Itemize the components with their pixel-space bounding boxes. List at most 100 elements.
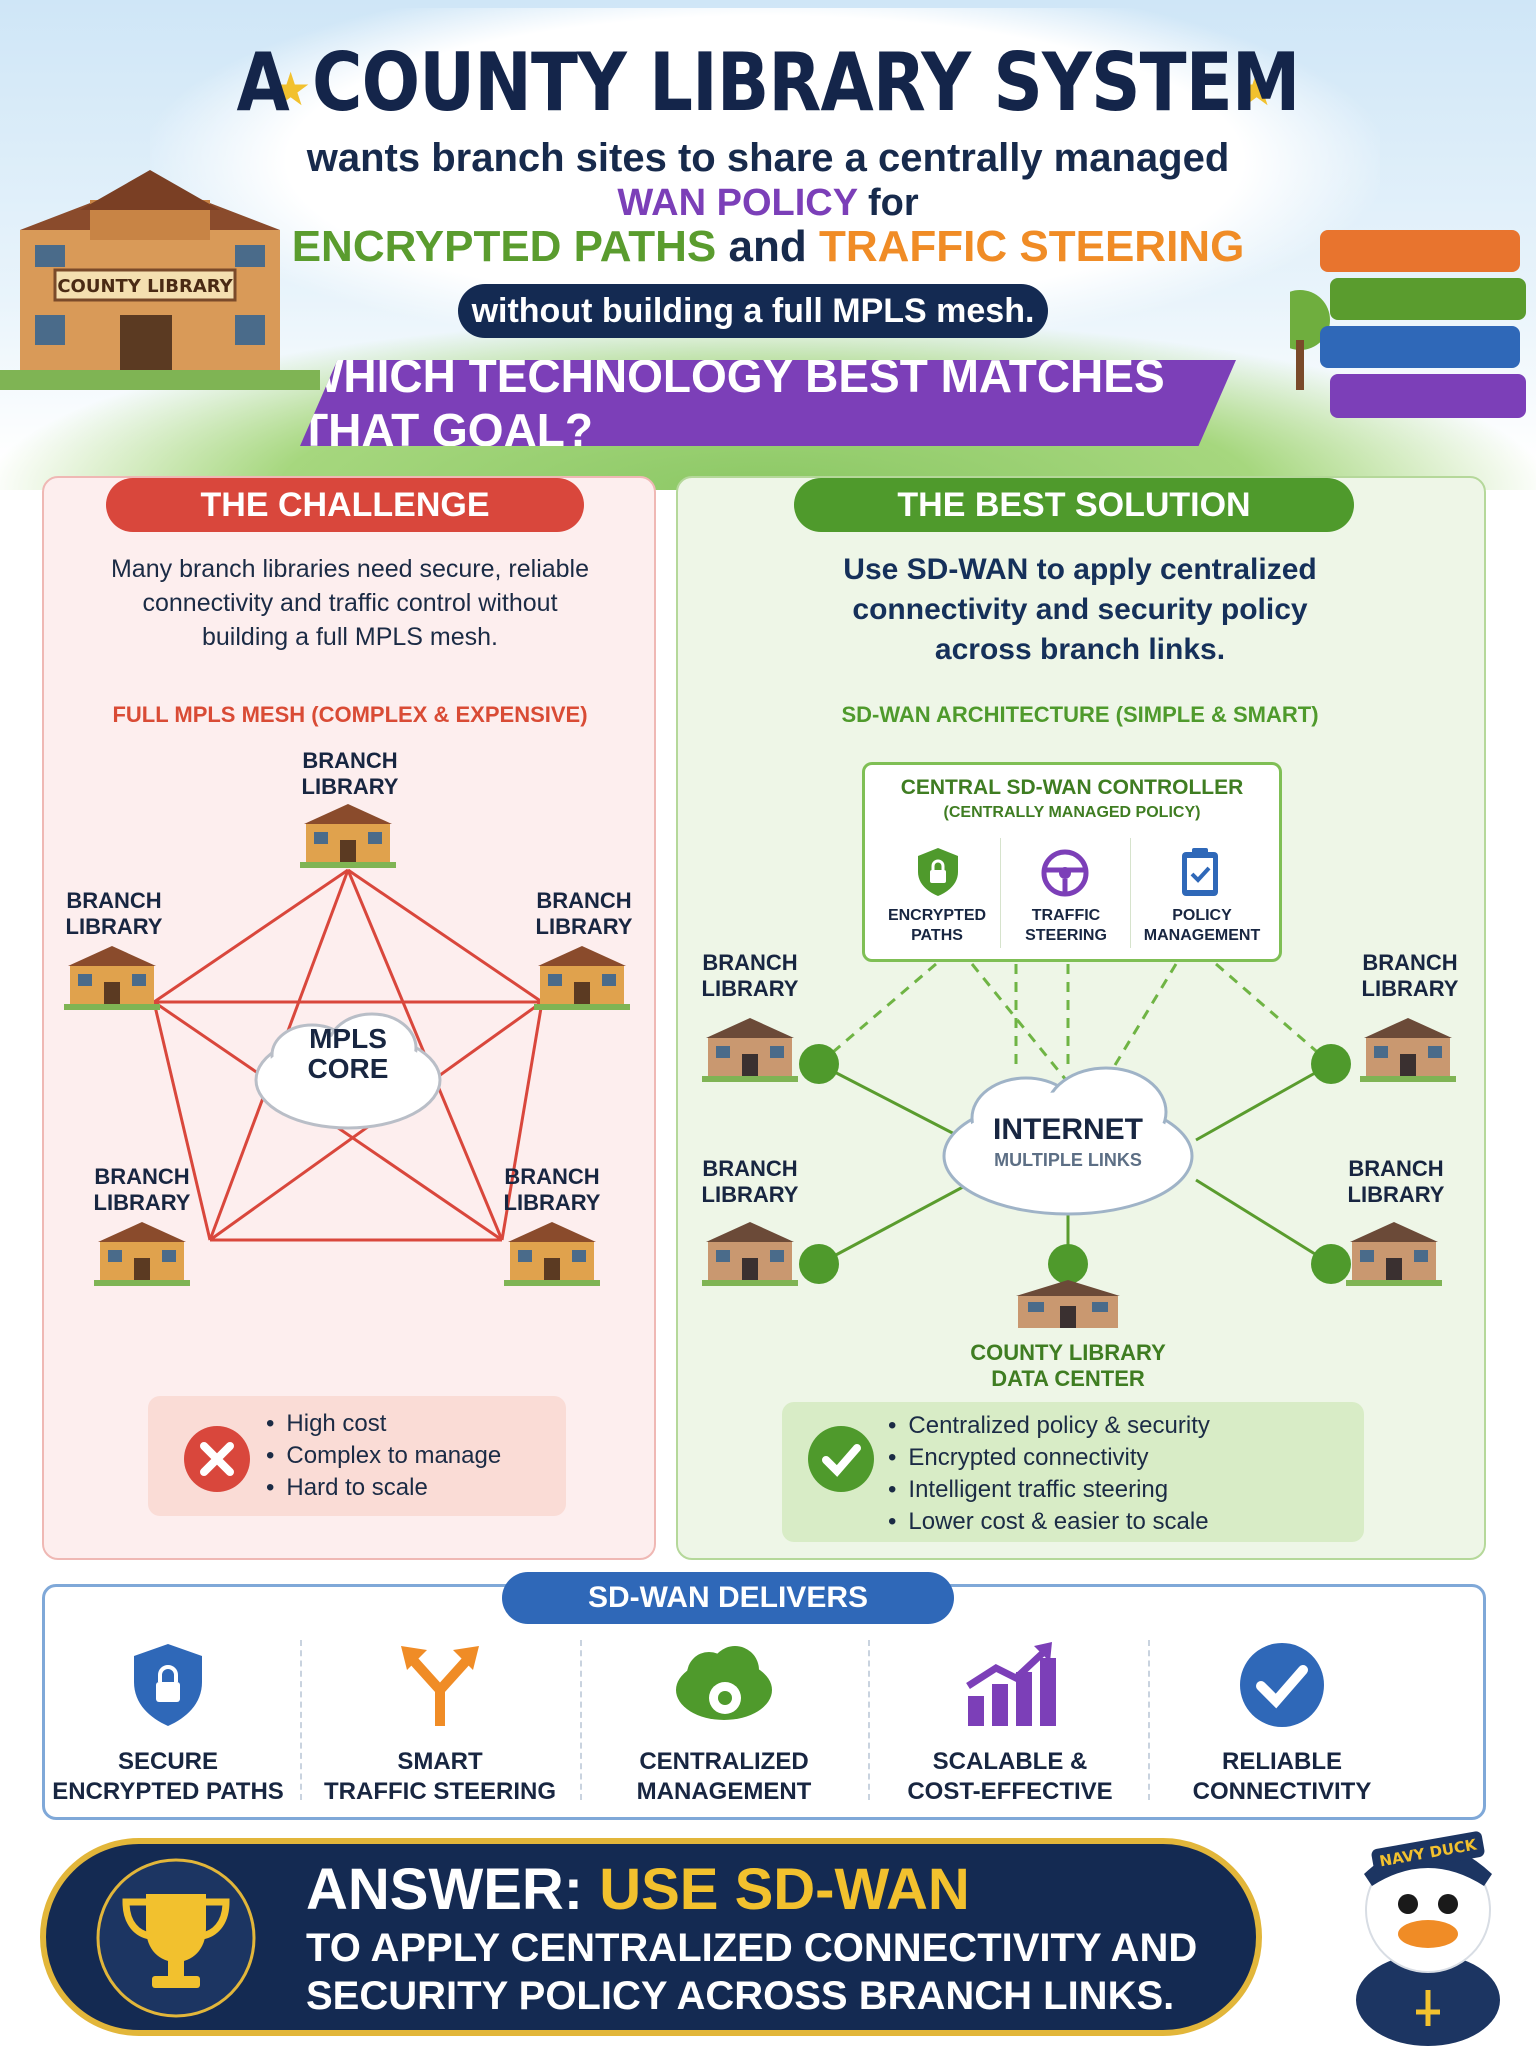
x-circle-icon: [184, 1426, 250, 1492]
controller-title: CENTRAL SD-WAN CONTROLLER: [900, 776, 1244, 799]
branch-library-icon: [702, 1018, 798, 1082]
feature-line-2: PATHS: [911, 927, 963, 944]
clipboard-check-icon: [1182, 848, 1218, 896]
divider: [1000, 838, 1001, 948]
mpls-core-label: MPLS CORE: [260, 1024, 436, 1084]
internet-title: INTERNET: [993, 1113, 1143, 1146]
subtitle-line-3-and: and: [728, 222, 807, 271]
branch-label-line-2: LIBRARY: [701, 976, 799, 1001]
deliver-label-line-2: COST-EFFECTIVE: [907, 1778, 1113, 1805]
mpls-branch-label-bottom-left: BRANCH LIBRARY: [72, 1164, 212, 1216]
branch-label-line-1: BRANCH: [1348, 1156, 1444, 1181]
branch-library-icon: [702, 1222, 798, 1286]
without-mpls-pill: without building a full MPLS mesh.: [458, 284, 1048, 338]
star-icon: ★: [1236, 63, 1278, 115]
deliver-item-scalable: SCALABLE & COST-EFFECTIVE: [880, 1640, 1140, 1810]
internet-subtitle: MULTIPLE LINKS: [994, 1150, 1142, 1170]
cons-list: High cost Complex to manage Hard to scal…: [266, 1408, 501, 1504]
sdwan-branch-label-bottom-right: BRANCH LIBRARY: [1326, 1156, 1466, 1208]
feature-line-1: POLICY: [1172, 907, 1232, 924]
encrypted-paths-highlight: ENCRYPTED PATHS: [291, 222, 717, 271]
data-center-line-2: DATA CENTER: [991, 1366, 1145, 1391]
branch-label-line-2: LIBRARY: [1347, 1182, 1445, 1207]
building-sign: COUNTY LIBRARY: [57, 276, 233, 297]
answer-line-2: TO APPLY CENTRALIZED CONNECTIVITY AND: [306, 1926, 1198, 1970]
deliver-label-line-1: CENTRALIZED: [639, 1748, 809, 1775]
mpls-core-cloud: [254, 1012, 442, 1130]
sdwan-diagram: [799, 962, 1351, 1284]
feature-line-2: STEERING: [1025, 927, 1107, 944]
branch-library-icon: [504, 1222, 600, 1286]
answer-highlight: USE SD-WAN: [599, 1857, 970, 1922]
answer-line-3: SECURITY POLICY ACROSS BRANCH LINKS.: [306, 1974, 1175, 2018]
wan-policy-highlight: WAN POLICY: [617, 182, 858, 224]
mpls-core-line-2: CORE: [307, 1053, 389, 1084]
branch-label-line-1: BRANCH: [504, 1164, 600, 1189]
deliver-label-line-2: MANAGEMENT: [636, 1778, 812, 1805]
branch-label-line-1: BRANCH: [702, 1156, 798, 1181]
navy-duck-mascot: NAVY DUCK: [1356, 1831, 1500, 2046]
feature-line-1: ENCRYPTED: [887, 907, 987, 924]
divider: [868, 1640, 870, 1800]
feature-traffic-steering: TRAFFIC STEERING: [1002, 906, 1130, 946]
cloud-gear-icon: [676, 1646, 772, 1720]
internet-links: [818, 1062, 1332, 1266]
deliver-label-line-2: ENCRYPTED PATHS: [52, 1778, 284, 1805]
feature-policy-management: POLICY MANAGEMENT: [1132, 906, 1272, 946]
list-item: Encrypted connectivity: [888, 1442, 1210, 1474]
subtitle-line-2-suffix: for: [867, 182, 919, 224]
mpls-mesh-diagram: [152, 868, 544, 1242]
sdwan-branch-label-top-left: BRANCH LIBRARY: [680, 950, 820, 1002]
question-banner: WHICH TECHNOLOGY BEST MATCHES THAT GOAL?: [300, 360, 1236, 446]
page-title: A COUNTY LIBRARY SYSTEM: [236, 36, 1301, 129]
branch-library-icon: [300, 804, 396, 868]
branch-label-line-1: BRANCH: [536, 888, 632, 913]
sdwan-branch-label-bottom-left: BRANCH LIBRARY: [680, 1156, 820, 1208]
internet-cloud: [942, 1066, 1194, 1216]
split-arrow-icon: [401, 1646, 479, 1726]
county-library-building-illustration: COUNTY LIBRARY: [0, 170, 320, 390]
divider: [580, 1640, 582, 1800]
deliver-label-line-2: CONNECTIVITY: [1192, 1778, 1372, 1805]
shield-lock-icon: [918, 848, 958, 896]
solution-text: Use SD-WAN to apply centralized connecti…: [843, 553, 1317, 666]
solution-panel: [676, 476, 1486, 1560]
branch-label-line-1: BRANCH: [1362, 950, 1458, 975]
branch-label-line-1: BRANCH: [702, 950, 798, 975]
traffic-steering-highlight: TRAFFIC STEERING: [818, 222, 1245, 271]
subtitle-line-3: ENCRYPTED PATHS and TRAFFIC STEERING: [0, 222, 1536, 272]
data-center-building-icon: [1016, 1280, 1120, 1328]
feature-encrypted-paths: ENCRYPTED PATHS: [872, 906, 1002, 946]
deliver-item-smart: SMART TRAFFIC STEERING: [310, 1640, 570, 1810]
branch-label-line-2: LIBRARY: [301, 774, 399, 799]
stacked-books-illustration: [1290, 230, 1526, 418]
branch-label-line-1: BRANCH: [302, 748, 398, 773]
check-circle-icon: [1240, 1643, 1324, 1727]
branch-label-line-2: LIBRARY: [93, 1190, 191, 1215]
branch-library-icon: [94, 1222, 190, 1286]
solution-title: THE BEST SOLUTION: [794, 478, 1354, 532]
answer-detail: TO APPLY CENTRALIZED CONNECTIVITY AND SE…: [306, 1924, 1197, 2020]
deliver-label-line-1: SCALABLE &: [932, 1748, 1088, 1775]
branch-label-line-2: LIBRARY: [65, 914, 163, 939]
deliver-item-secure: SECURE ENCRYPTED PATHS: [38, 1640, 298, 1810]
deliver-label-line-2: TRAFFIC STEERING: [324, 1778, 556, 1805]
pros-list: Centralized policy & security Encrypted …: [888, 1410, 1210, 1538]
deliver-label-line-1: RELIABLE: [1222, 1748, 1342, 1775]
feature-line-2: MANAGEMENT: [1143, 927, 1261, 944]
feature-line-1: TRAFFIC: [1031, 907, 1101, 924]
list-item: Hard to scale: [266, 1472, 501, 1504]
list-item: High cost: [266, 1408, 501, 1440]
mpls-branch-label-top: BRANCH LIBRARY: [280, 748, 420, 800]
branch-label-line-1: BRANCH: [66, 888, 162, 913]
answer-headline: ANSWER: USE SD-WAN: [306, 1856, 970, 1923]
sdwan-architecture-caption: SD-WAN ARCHITECTURE (SIMPLE & SMART): [841, 702, 1319, 727]
deliver-label-line-1: SECURE: [117, 1748, 219, 1775]
list-item: Complex to manage: [266, 1440, 501, 1472]
branch-library-icon: [64, 946, 160, 1010]
deliver-label-line-1: SMART: [397, 1748, 483, 1775]
branch-label-line-2: LIBRARY: [701, 1182, 799, 1207]
mpls-branch-label-bottom-right: BRANCH LIBRARY: [482, 1164, 622, 1216]
trophy-icon: [96, 1858, 256, 2018]
list-item: Intelligent traffic steering: [888, 1474, 1210, 1506]
